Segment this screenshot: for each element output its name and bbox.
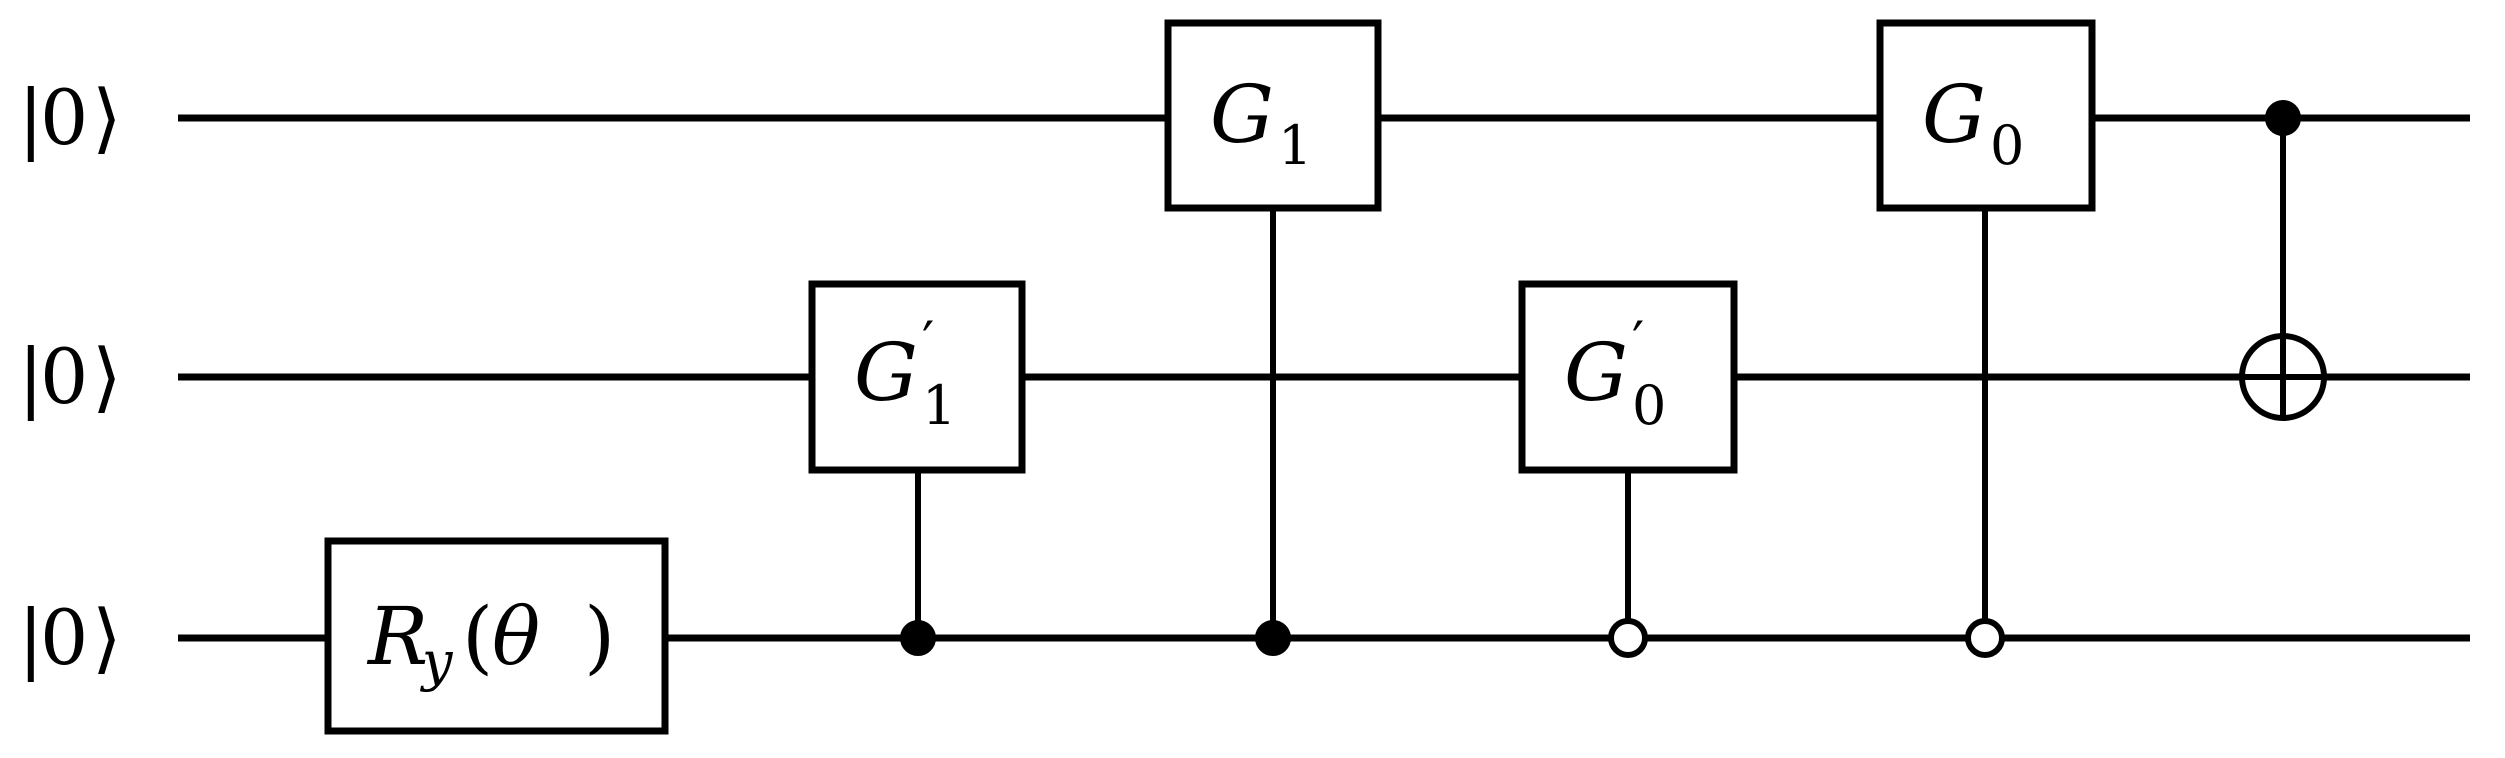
gate-g0: G 0	[1876, 19, 2096, 212]
control-dot-filled	[1255, 620, 1291, 656]
control-dot-open	[1608, 618, 1648, 658]
qubit-label-1: | 0 ⟩	[18, 332, 122, 421]
gate-prime: ′	[1632, 310, 1644, 373]
gate-subscript: 0	[1632, 374, 1666, 437]
qubit-label-0: | 0 ⟩	[18, 73, 122, 162]
gate-letter: G	[1564, 326, 1628, 419]
ket-bar: |	[18, 593, 44, 682]
qubit-label-2: | 0 ⟩	[18, 593, 122, 682]
gate-subscript: 1	[1278, 114, 1312, 177]
ket-close: ⟩	[92, 593, 122, 682]
control-dot-filled	[900, 620, 936, 656]
gate-letter: G	[1922, 68, 1986, 161]
gate-argument: θ	[492, 590, 540, 683]
gate-g1-prime: G ′ 1	[808, 280, 1026, 474]
ket-close: ⟩	[92, 332, 122, 421]
gate-subscript: 0	[1990, 114, 2024, 177]
gate-g1: G 1	[1164, 19, 1382, 212]
gate-box	[1518, 280, 1738, 474]
cnot-target	[2239, 333, 2327, 421]
gate-box	[1164, 19, 1382, 212]
gate-paren-open: (	[462, 590, 493, 683]
gate-subscript: 1	[922, 374, 956, 437]
ket-value: 0	[40, 73, 88, 162]
ket-value: 0	[40, 332, 88, 421]
gate-ry: R y ( θ )	[324, 537, 669, 735]
ket-close: ⟩	[92, 73, 122, 162]
ket-bar: |	[18, 332, 44, 421]
gate-letter: G	[854, 326, 918, 419]
gate-box	[324, 537, 669, 735]
ket-value: 0	[40, 593, 88, 682]
control-dot-filled	[2265, 100, 2301, 136]
control-dot-open	[1965, 618, 2005, 658]
gate-letter: R	[366, 590, 428, 683]
gate-prime: ′	[922, 310, 934, 373]
gate-subscript: y	[420, 630, 454, 693]
gate-paren-close: )	[584, 590, 615, 683]
gate-letter: G	[1210, 68, 1274, 161]
ket-bar: |	[18, 73, 44, 162]
gate-box	[808, 280, 1026, 474]
gate-box	[1876, 19, 2096, 212]
gate-g0-prime: G ′ 0	[1518, 280, 1738, 474]
